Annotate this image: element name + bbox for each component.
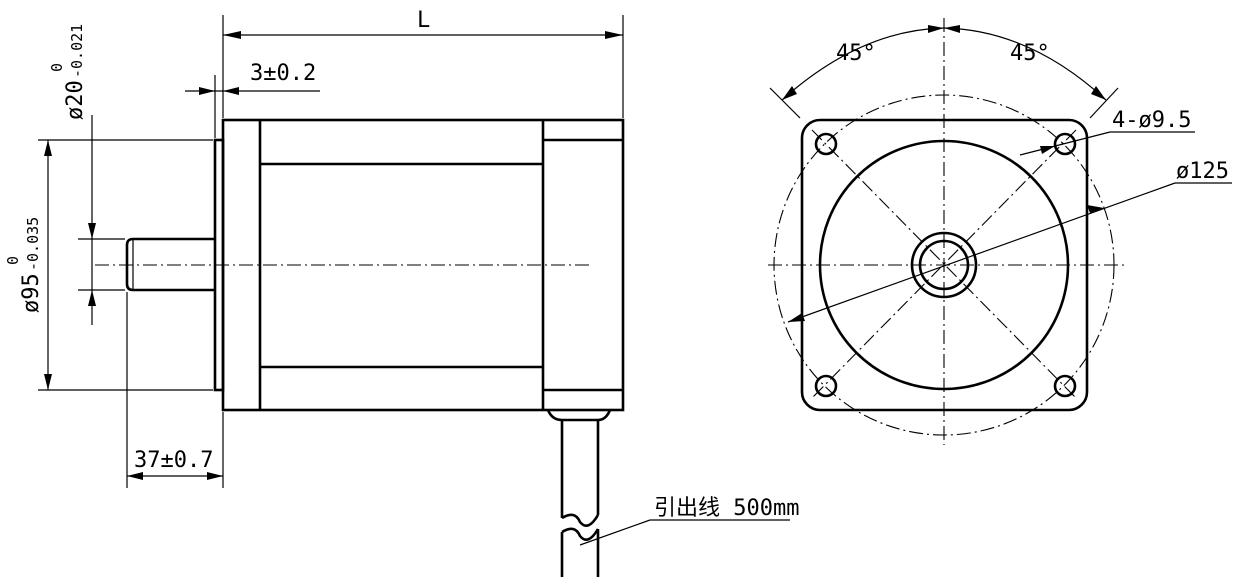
dim-shaft-tol-upper: 0 <box>48 63 66 72</box>
mount-hole-bottom-right <box>1053 374 1077 398</box>
dim-pilot-diameter-label: ø95 <box>19 273 44 313</box>
dim-pilot-tol-upper: 0 <box>4 256 22 265</box>
angle-left-label: 45° <box>836 41 876 66</box>
bolt-circle-label: ø125 <box>1176 159 1229 184</box>
lead-wire-label: 引出线 500mm <box>654 496 799 521</box>
mount-hole-bottom-left <box>814 374 838 398</box>
dim-flange-thickness-label: 3±0.2 <box>250 61 316 86</box>
front-view: 45° 45° 4-ø9.5 ø125 <box>768 18 1232 445</box>
dim-shaft-length-label: 37±0.7 <box>134 448 213 473</box>
dim-shaft-tol-lower: -0.021 <box>68 24 86 78</box>
angle-right-label: 45° <box>1010 41 1050 66</box>
mount-holes-label: 4-ø9.5 <box>1112 108 1191 133</box>
side-view: L 3±0.2 ø20 0 -0.021 ø95 0 -0.035 <box>4 8 799 577</box>
dim-pilot-tol-lower: -0.035 <box>24 217 42 271</box>
mount-hole-top-left <box>814 132 838 156</box>
dim-length-label: L <box>417 8 430 33</box>
mount-hole-top-right <box>1053 132 1077 156</box>
dim-shaft-diameter-label: ø20 <box>63 80 88 120</box>
lead-wire-cable <box>546 409 612 577</box>
